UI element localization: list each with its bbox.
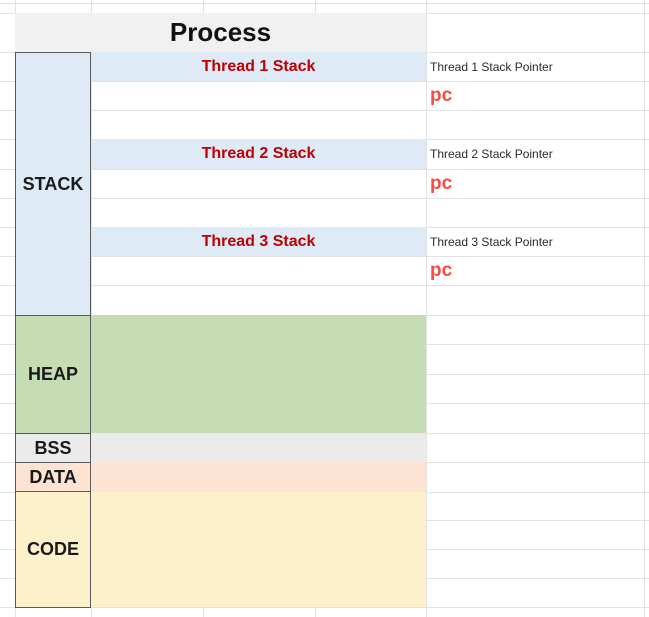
thread-2-stack-pointer-cell: Thread 2 Stack Pointer bbox=[427, 139, 644, 169]
data-section-label: DATA bbox=[29, 466, 77, 487]
thread-2-pc-cell: pc bbox=[427, 169, 644, 198]
thread-3-stack-row: Thread 3 Stack bbox=[91, 227, 426, 256]
grid-line bbox=[0, 607, 649, 608]
code-band-fill bbox=[15, 492, 426, 607]
thread-3-stack-label: Thread 3 Stack bbox=[201, 232, 316, 250]
grid-line bbox=[0, 256, 649, 257]
heap-band-fill bbox=[15, 315, 426, 433]
thread-3-stack-pointer-cell: Thread 3 Stack Pointer bbox=[427, 227, 644, 256]
heap-section-label: HEAP bbox=[27, 364, 78, 384]
thread-2-stack-label: Thread 2 Stack bbox=[201, 145, 316, 162]
thread-1-pc-cell: pc bbox=[427, 81, 644, 110]
thread-2-pc-label: pc bbox=[430, 172, 453, 194]
thread-1-stack-label: Thread 1 Stack bbox=[201, 57, 316, 75]
grid-line bbox=[644, 0, 645, 617]
thread-1-pc-label: pc bbox=[430, 84, 453, 106]
thread-3-pc-label: pc bbox=[430, 259, 453, 281]
process-title: Process bbox=[169, 17, 272, 47]
code-section-box: CODE bbox=[15, 491, 91, 608]
thread-2-stack-pointer-label: Thread 2 Stack Pointer bbox=[430, 147, 553, 161]
grid-line bbox=[0, 3, 649, 4]
grid-line bbox=[315, 0, 316, 13]
grid-line bbox=[426, 0, 427, 617]
stack-section-box: STACK bbox=[15, 52, 91, 316]
grid-line bbox=[91, 0, 92, 617]
grid-line bbox=[203, 0, 204, 13]
data-section-box: DATA bbox=[15, 462, 91, 492]
thread-1-stack-pointer-cell: Thread 1 Stack Pointer bbox=[427, 52, 644, 81]
bss-section-box: BSS bbox=[15, 433, 91, 463]
grid-line bbox=[0, 169, 649, 170]
thread-3-stack-pointer-label: Thread 3 Stack Pointer bbox=[430, 234, 553, 249]
thread-1-stack-pointer-label: Thread 1 Stack Pointer bbox=[430, 59, 553, 74]
bss-band-fill bbox=[15, 433, 426, 462]
stack-section-label: STACK bbox=[22, 173, 84, 194]
grid-line bbox=[203, 607, 204, 617]
thread-3-pc-cell: pc bbox=[427, 256, 644, 285]
process-header-cell: Process bbox=[15, 13, 426, 52]
bss-section-label: BSS bbox=[34, 437, 72, 458]
heap-section-box: HEAP bbox=[15, 315, 91, 434]
grid-line bbox=[0, 110, 649, 111]
code-section-label: CODE bbox=[26, 539, 79, 559]
grid-line bbox=[0, 198, 649, 199]
grid-line bbox=[0, 285, 649, 286]
grid-line bbox=[0, 81, 649, 82]
data-band-fill bbox=[15, 462, 426, 492]
thread-2-stack-row: Thread 2 Stack bbox=[91, 139, 426, 169]
grid-line bbox=[315, 607, 316, 617]
thread-1-stack-row: Thread 1 Stack bbox=[91, 52, 426, 81]
